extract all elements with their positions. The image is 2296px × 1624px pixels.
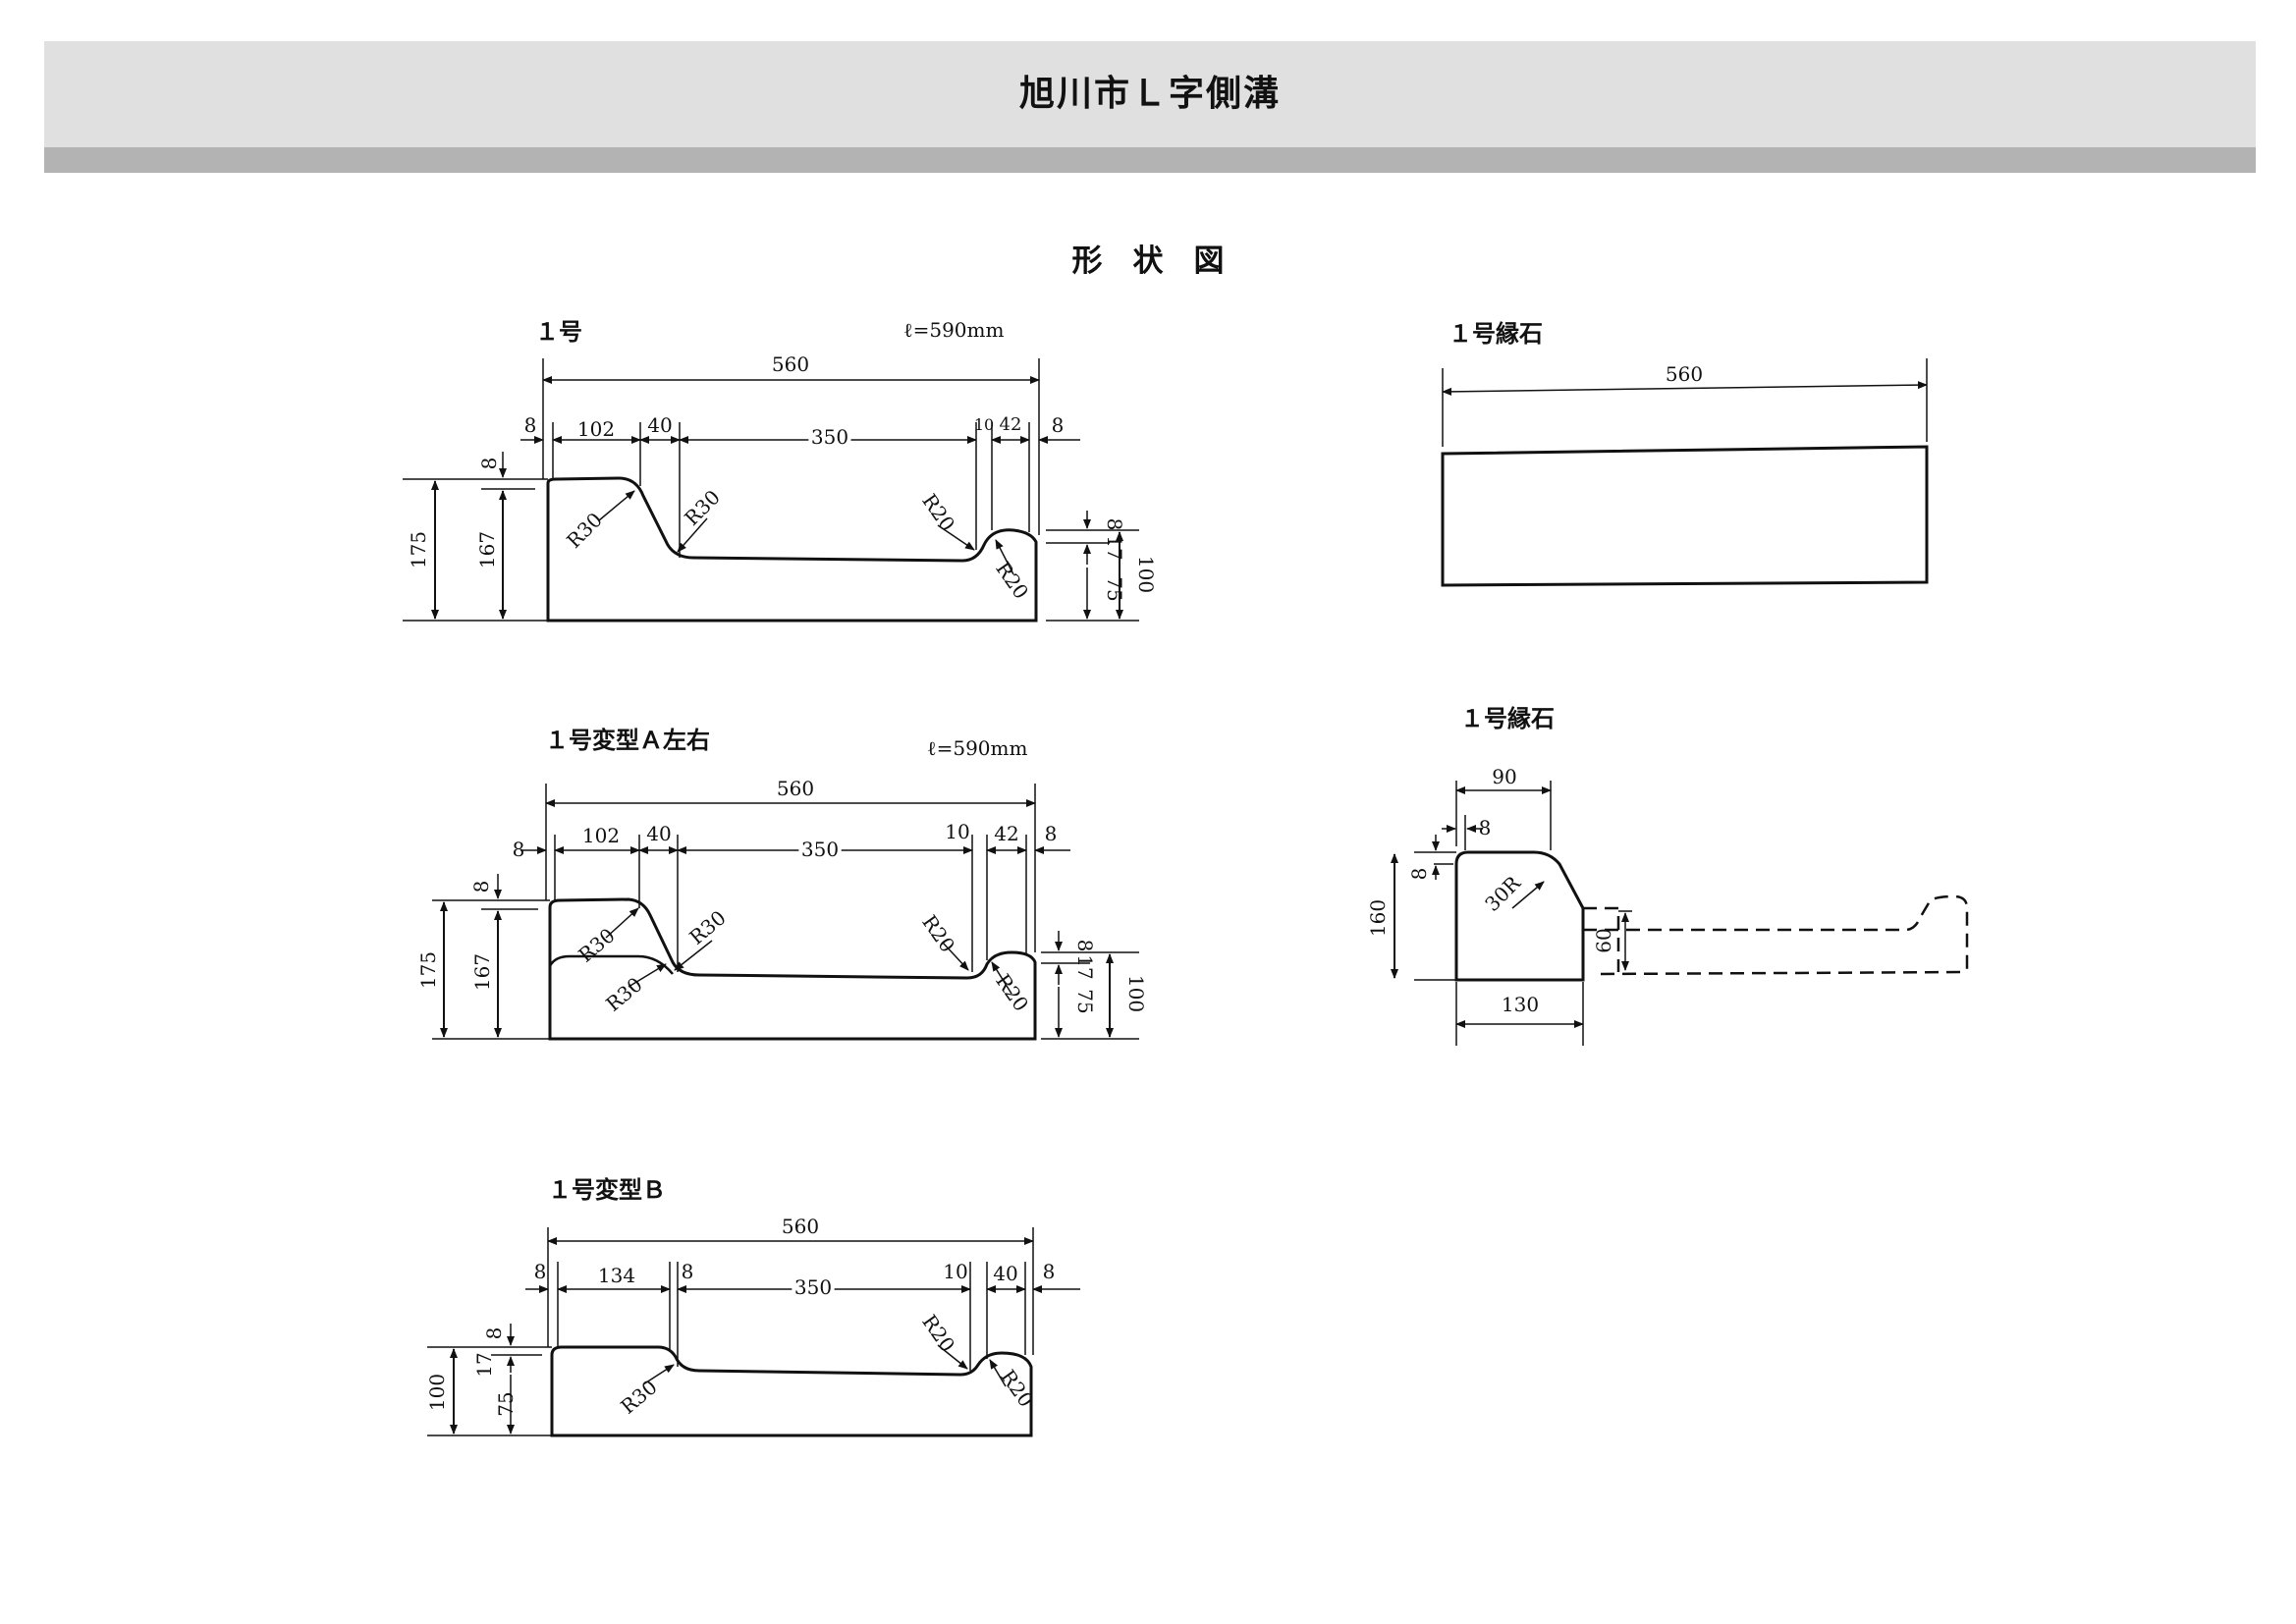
dim-no1-h2-label: 167 [475, 531, 499, 568]
radius-no1b-r2: R20 [917, 1311, 959, 1357]
header-accent-bar [44, 147, 2256, 173]
dim-no1-e1-label: 8 [524, 413, 537, 437]
page-title: 旭川市Ｌ字側溝 [1018, 74, 1281, 114]
diagram-no1b [427, 1227, 1080, 1437]
dim-no1a-e1-label: 8 [513, 838, 525, 861]
dim-curb-section-vtop-label: 8 [1407, 868, 1431, 881]
dim-no1-w5-label: 42 [1000, 414, 1022, 435]
length-note-no1: ℓ=590mm [903, 318, 1005, 342]
header-banner [44, 41, 2256, 147]
diagram-label-curb-section: １号縁石 [1460, 705, 1555, 732]
diagram-curb-section [1391, 781, 1969, 1046]
page-subtitle: 形 状 図 [1071, 244, 1225, 279]
dim-no1a-hr2-label: 17 [1073, 954, 1097, 979]
radius-no1b-r1: R30 [616, 1375, 661, 1418]
radius-no1a-r2: R30 [684, 905, 730, 948]
diagram-label-curb-plan: １号縁石 [1449, 320, 1543, 348]
curb-section-profile [1454, 850, 1585, 982]
dim-no1a-h2-label: 167 [470, 953, 494, 991]
dim-curb-section-side-label: 60 [1592, 928, 1615, 952]
radius-no1a-r4: R20 [917, 911, 959, 957]
radius-no1-r1: R30 [562, 508, 607, 553]
dim-no1b-hl3-label: 100 [425, 1374, 449, 1411]
dim-no1a-hr4-label: 100 [1124, 975, 1148, 1012]
dim-no1b-w2-label: 8 [682, 1260, 694, 1283]
dim-no1-hr1-label: 8 [1103, 518, 1126, 531]
profile-no1 [546, 476, 1038, 623]
dim-no1a-h1-label: 175 [416, 951, 440, 989]
dim-no1a-w4-label: 10 [945, 820, 969, 843]
radius-no1-r4: R20 [991, 558, 1033, 604]
dim-no1-hr3-label: 75 [1103, 576, 1126, 601]
diagram-label-no1b: １号変型Ｂ [548, 1176, 666, 1204]
dim-no1b-hl1-label: 17 [472, 1352, 496, 1377]
dim-no1b-w4-label: 10 [943, 1260, 967, 1283]
dim-curb-plan-total-label: 560 [1666, 362, 1703, 386]
dim-no1b-w5-label: 40 [993, 1262, 1017, 1285]
dim-curb-section-base-label: 130 [1502, 993, 1539, 1016]
dim-no1-e2-label: 8 [1052, 413, 1065, 437]
diagram-no1 [403, 358, 1139, 623]
radius-curb-section-r1: 30R [1480, 871, 1525, 916]
dim-no1-h1-label: 175 [407, 531, 430, 568]
dim-no1-total-label: 560 [772, 352, 809, 376]
dim-no1a-e2-label: 8 [1045, 822, 1058, 845]
dim-no1b-e1-label: 8 [534, 1260, 547, 1283]
dim-labels-no1a: 560 8 102 40 350 10 42 8 8 175 167 8 17 … [416, 777, 1148, 1016]
profile-no1b [550, 1345, 1033, 1437]
dim-no1-w2-label: 40 [647, 413, 672, 437]
dim-no1a-w2-label: 40 [646, 822, 671, 845]
dim-curb-section-height-label: 160 [1366, 899, 1390, 937]
dim-curb-section-top-label: 90 [1492, 765, 1516, 788]
dim-no1-w3-label: 350 [811, 425, 848, 449]
dim-no1-w4-label: 10 [974, 415, 994, 434]
dim-no1b-total-label: 560 [782, 1215, 819, 1238]
dim-no1b-w1-label: 134 [598, 1264, 635, 1287]
dim-no1-w1-label: 102 [577, 417, 615, 441]
diagram-curb-plan [1441, 358, 1929, 587]
dim-no1b-top-label: 8 [482, 1327, 506, 1340]
dim-no1a-hr3-label: 75 [1073, 989, 1097, 1013]
length-note-no1a: ℓ=590mm [927, 736, 1028, 760]
dim-no1-hr4-label: 100 [1134, 556, 1158, 593]
profile-no1a [548, 897, 1037, 1041]
dim-no1a-hr1-label: 8 [1073, 940, 1097, 952]
radius-no1a-r5: R20 [991, 970, 1033, 1016]
dim-labels-no1b: 560 8 134 8 350 10 40 8 8 17 75 100 R30 … [425, 1215, 1055, 1419]
dim-no1a-top-label: 8 [469, 881, 493, 893]
dim-no1a-w5-label: 42 [994, 822, 1018, 845]
dim-no1b-hl2-label: 75 [494, 1391, 518, 1416]
dim-no1-hr2-label: 17 [1103, 535, 1126, 560]
dim-no1b-e2-label: 8 [1043, 1260, 1056, 1283]
dim-curb-section-offset-label: 8 [1479, 816, 1492, 839]
curb-section-gutter-dashed [1583, 894, 1969, 976]
radius-no1-r3: R20 [917, 490, 959, 536]
curb-plan-rect [1441, 445, 1929, 587]
dim-no1b-w3-label: 350 [794, 1275, 832, 1299]
radius-no1-r2: R30 [680, 485, 725, 530]
dim-no1a-w1-label: 102 [582, 824, 620, 847]
diagram-no1a [432, 784, 1139, 1041]
diagram-label-no1: １号 [535, 318, 582, 346]
dim-labels-no1: 560 8 102 40 350 10 42 8 8 175 167 8 17 … [407, 352, 1158, 603]
dim-no1a-w3-label: 350 [801, 838, 839, 861]
diagram-label-no1a: １号変型Ａ左右 [545, 727, 710, 754]
dim-no1-top-label: 8 [477, 458, 501, 470]
dim-no1a-total-label: 560 [777, 777, 814, 800]
radius-no1a-r1: R30 [574, 923, 619, 966]
